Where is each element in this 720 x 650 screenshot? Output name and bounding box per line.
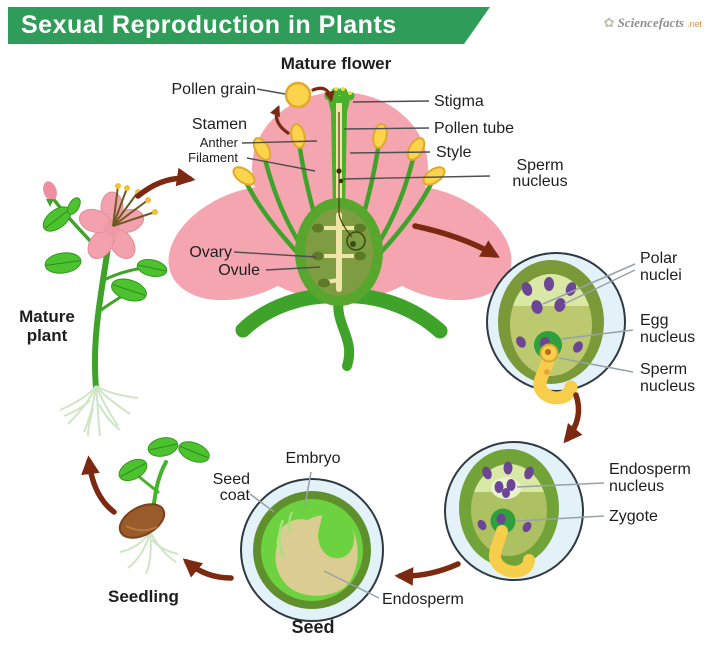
plant-leaves	[42, 197, 168, 302]
label-endosperm-nucleus: Endosperm nucleus	[609, 461, 691, 495]
seed-cross-section	[240, 478, 384, 622]
label-sperm-nucleus-flower: Sperm nucleus	[494, 158, 586, 190]
label-seed-coat-line1: Seed	[212, 471, 250, 488]
brand-tld: .net	[686, 19, 702, 29]
page-title: Sexual Reproduction in Plants	[21, 11, 397, 39]
label-style: Style	[436, 144, 472, 161]
label-endosperm: Endosperm	[382, 591, 464, 608]
arrow-fertilized-to-seed	[394, 561, 461, 586]
label-polar-nuclei-line1: Polar	[640, 250, 678, 267]
label-ovary: Ovary	[189, 244, 232, 261]
arrow-seedling-to-plant	[81, 455, 117, 515]
label-zygote: Zygote	[609, 508, 658, 525]
label-stigma: Stigma	[434, 93, 484, 110]
label-polar-nuclei-line2: nuclei	[640, 267, 682, 284]
polar-nuclei	[531, 298, 566, 314]
label-mature-flower: Mature flower	[280, 54, 392, 73]
seedling-leaves	[118, 437, 210, 482]
ovule-detail-circle	[486, 252, 626, 405]
label-polar-nuclei: Polar nuclei	[640, 250, 682, 284]
label-ovule: Ovule	[218, 262, 260, 279]
label-pollen-tube: Pollen tube	[434, 120, 515, 137]
label-sperm-nucleus-flower-line1: Sperm	[516, 157, 564, 174]
fertilized-ovule-circle	[444, 441, 584, 581]
label-seed-coat: Seed coat	[198, 472, 250, 504]
arrow-plant-to-flower	[135, 167, 196, 199]
title-banner: Sexual Reproduction in Plants	[8, 7, 490, 44]
label-egg-nucleus: Egg nucleus	[640, 312, 695, 346]
leader-lines-flower	[233, 88, 491, 271]
mature-flower-illustration	[168, 81, 512, 371]
plant-flower	[78, 183, 158, 259]
flower-icon: ✿	[603, 15, 615, 30]
polar-region-nuclei	[521, 277, 577, 296]
anthers	[232, 123, 446, 186]
label-mature-plant-line1: Mature	[19, 307, 75, 326]
label-stamen: Stamen	[191, 116, 247, 133]
fertilized-ovule-ring	[346, 231, 366, 251]
seedling-seed	[118, 503, 166, 539]
label-pollen-grain: Pollen grain	[171, 81, 257, 98]
label-anther: Anther	[199, 135, 238, 150]
ovules	[312, 223, 366, 288]
pollen-tube-tip	[533, 349, 578, 405]
flower-bud	[43, 181, 57, 201]
label-mature-plant: Mature plant	[4, 307, 90, 345]
plant-flower-anthers	[115, 183, 158, 215]
label-embryo: Embryo	[285, 450, 341, 467]
label-seedling: Seedling	[108, 587, 179, 606]
label-endosperm-nucleus-line2: nucleus	[609, 478, 665, 495]
arrow-pollen-to-stigma	[311, 86, 335, 103]
brand-name: Sciencefacts	[617, 15, 684, 30]
arrow-flower-to-ovule	[412, 223, 500, 258]
label-filament: Filament	[188, 150, 238, 165]
leader-lines-cells	[249, 263, 636, 599]
pollen-grain-circle	[284, 81, 312, 109]
label-sperm-nucleus-ovule: Sperm nucleus	[640, 361, 695, 395]
label-mature-plant-line2: plant	[26, 326, 68, 345]
pollen-tube-remnant	[488, 525, 535, 578]
label-sperm-nucleus-ovule-line1: Sperm	[640, 361, 688, 378]
arrow-ovule-to-fertilized	[563, 392, 583, 444]
seedling-illustration	[118, 437, 210, 575]
mature-plant-illustration	[42, 181, 168, 437]
label-sperm-nucleus-ovule-line2: nucleus	[640, 378, 696, 395]
plant-flower-stamens	[112, 185, 156, 227]
label-endosperm-nucleus-line1: Endosperm	[609, 461, 691, 478]
plant-roots	[59, 385, 139, 437]
label-sperm-nucleus-flower-line2: nucleus	[512, 173, 568, 190]
label-seed-coat-line2: coat	[219, 487, 250, 504]
arrow-seed-to-seedling	[182, 558, 234, 581]
brand-watermark: ✿ Sciencefacts .net	[604, 15, 702, 31]
label-egg-nucleus-line2: nucleus	[640, 329, 696, 346]
arrow-anther-to-pollen	[270, 104, 290, 135]
label-egg-nucleus-line1: Egg	[640, 312, 669, 329]
cycle-arrows	[81, 86, 583, 586]
band-nuclei	[482, 461, 534, 480]
label-seed: Seed	[291, 617, 335, 637]
